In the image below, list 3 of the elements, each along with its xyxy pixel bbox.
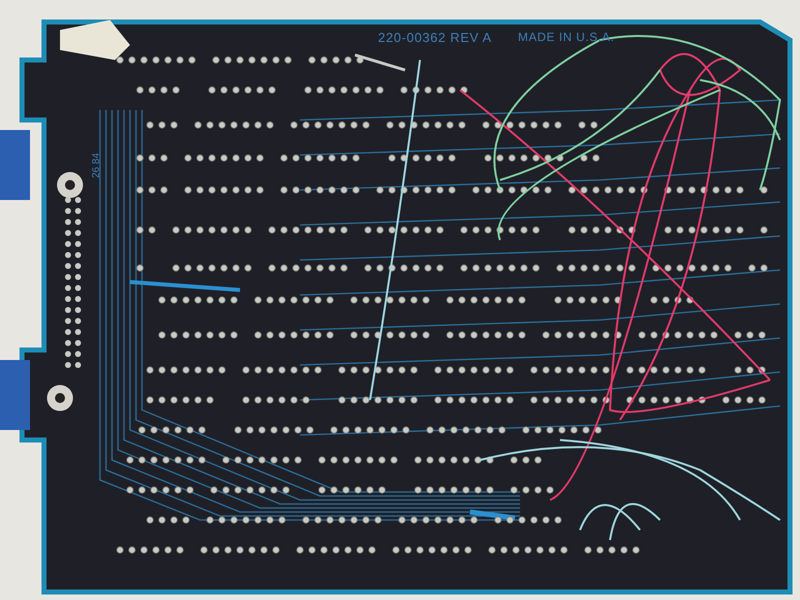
board-marking: MADE IN U.S.A. [518,29,614,46]
board-marking: 26 84 [90,152,104,178]
board-marking: 220-00362 REV A [378,29,492,47]
